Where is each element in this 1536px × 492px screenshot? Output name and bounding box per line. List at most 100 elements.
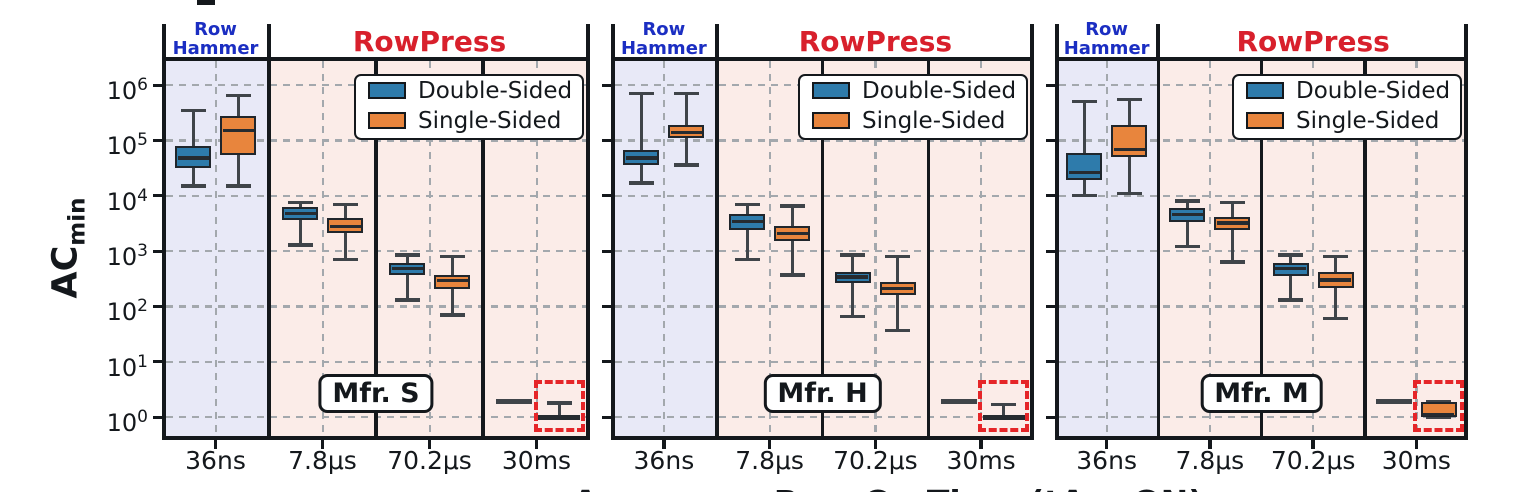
whisker-cap-low bbox=[1323, 316, 1349, 321]
header-edge-right bbox=[1030, 24, 1034, 57]
header-edge-left bbox=[611, 24, 615, 57]
header-separator bbox=[267, 24, 271, 57]
whisker-cap-high bbox=[1323, 254, 1349, 259]
x-tick-label: 7.8μs bbox=[735, 446, 804, 475]
whisker-stem bbox=[851, 254, 855, 317]
whisker-stem bbox=[1230, 202, 1234, 262]
legend-swatch-double-sided bbox=[1246, 82, 1284, 99]
region-bg-rowhammer bbox=[614, 60, 717, 437]
whisker-cap-low bbox=[332, 257, 358, 262]
header-separator bbox=[1156, 24, 1161, 57]
whisker-cap-high bbox=[180, 108, 206, 113]
x-tick bbox=[427, 440, 432, 449]
whisker-cap-low bbox=[885, 328, 911, 333]
median-line bbox=[670, 130, 702, 134]
y-tick bbox=[153, 415, 162, 419]
column-separator bbox=[481, 57, 485, 440]
region-label-rowpress: RowPress bbox=[1236, 25, 1390, 58]
whisker-cap-low bbox=[673, 163, 699, 167]
header-edge-right bbox=[1464, 24, 1468, 57]
column-separator bbox=[715, 57, 719, 440]
whisker-cap-high bbox=[1219, 200, 1245, 205]
legend-label: Single-Sided bbox=[418, 108, 562, 134]
legend-label: Double-Sided bbox=[1296, 78, 1451, 104]
box-collapsed bbox=[982, 414, 1025, 420]
box bbox=[1066, 153, 1103, 181]
y-tick bbox=[153, 83, 162, 87]
whisker-cap-high bbox=[332, 202, 358, 207]
x-tick-label: 36ns bbox=[633, 446, 695, 475]
whisker-cap-low bbox=[779, 273, 805, 277]
median-line bbox=[1423, 413, 1455, 417]
whisker-cap-low bbox=[1116, 191, 1142, 196]
region-bg-rowhammer bbox=[1058, 60, 1159, 437]
x-tick bbox=[662, 440, 666, 449]
gridline-v bbox=[214, 61, 217, 436]
box bbox=[1111, 124, 1148, 157]
y-tick bbox=[153, 304, 162, 308]
median-line bbox=[222, 129, 254, 133]
x-tick bbox=[1104, 440, 1109, 449]
y-tick-label: 100 bbox=[106, 407, 148, 437]
box bbox=[1272, 263, 1309, 277]
cropped-artifact-top bbox=[197, 0, 215, 5]
mfr-label: Mfr. M bbox=[1200, 374, 1323, 413]
median-line bbox=[329, 224, 361, 228]
region-label-rowpress: RowPress bbox=[798, 25, 953, 58]
median-line bbox=[1171, 212, 1203, 216]
gridline-v bbox=[428, 61, 431, 436]
median-line bbox=[436, 279, 468, 283]
y-tick-label: 103 bbox=[106, 241, 148, 271]
x-tick-label: 30ms bbox=[1381, 446, 1451, 475]
whisker-cap-low bbox=[1426, 415, 1452, 419]
y-tick bbox=[153, 194, 162, 198]
median-line bbox=[731, 220, 763, 224]
x-tick bbox=[1311, 440, 1315, 449]
x-tick bbox=[213, 440, 218, 449]
median-line bbox=[1068, 171, 1100, 175]
header-edge-right bbox=[586, 24, 590, 57]
region-label-rowhammer-line2: Hammer bbox=[1063, 38, 1150, 59]
column-separator bbox=[1156, 57, 1160, 440]
y-tick bbox=[153, 249, 162, 253]
whisker-cap-high bbox=[885, 254, 911, 259]
y-tick-label: 104 bbox=[106, 185, 148, 216]
median-line bbox=[776, 231, 808, 235]
plot-frame bbox=[1055, 57, 1468, 440]
y-tick-label: 105 bbox=[106, 130, 148, 161]
x-tick-label: 30ms bbox=[501, 446, 572, 475]
x-tick bbox=[767, 440, 772, 449]
y-tick-label: 101 bbox=[106, 351, 148, 382]
whisker-cap-low bbox=[287, 243, 313, 247]
y-tick bbox=[602, 194, 611, 198]
x-tick bbox=[979, 440, 983, 449]
whisker-stem bbox=[1185, 201, 1189, 247]
whisker-cap-low bbox=[628, 181, 654, 185]
median-line bbox=[625, 156, 657, 160]
x-tick-label: 30ms bbox=[946, 446, 1016, 475]
whisker-cap-high bbox=[439, 254, 465, 259]
whisker-cap-high bbox=[628, 91, 654, 96]
y-tick-label: 102 bbox=[106, 296, 148, 327]
median-line bbox=[177, 156, 209, 160]
whisker-cap-low bbox=[1071, 193, 1097, 198]
x-tick-label: 7.8μs bbox=[288, 446, 357, 475]
gridline-v bbox=[662, 61, 666, 436]
whisker-stem bbox=[1289, 254, 1293, 301]
box-flat bbox=[1375, 399, 1412, 404]
legend-label: Double-Sided bbox=[862, 78, 1017, 104]
region-label-rowpress: RowPress bbox=[352, 25, 507, 58]
box-collapsed bbox=[538, 414, 580, 420]
whisker-cap-low bbox=[439, 313, 465, 317]
legend-swatch-double-sided bbox=[812, 82, 850, 99]
y-axis-label-main: AC bbox=[45, 245, 86, 299]
gridline-v bbox=[768, 61, 771, 436]
legend-swatch-double-sided bbox=[368, 82, 406, 99]
x-tick-label: 70.2μs bbox=[833, 446, 918, 475]
header-edge-left bbox=[162, 24, 166, 57]
y-tick-label: 106 bbox=[106, 75, 148, 106]
gridline-v bbox=[1415, 61, 1418, 436]
whisker-cap-high bbox=[673, 91, 699, 96]
whisker-cap-high bbox=[734, 202, 760, 207]
